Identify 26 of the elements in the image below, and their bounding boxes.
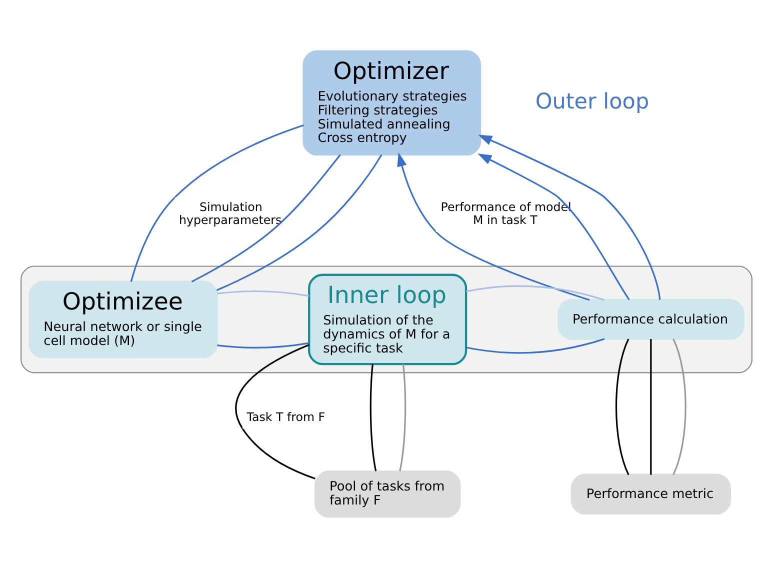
connector xyxy=(650,338,652,474)
node-box: Performance metric xyxy=(570,473,731,514)
connector xyxy=(191,154,341,282)
connector xyxy=(216,154,382,291)
node-box: Optimizer Evolutionary strategies Filtering strategies Simulated annealing Cross entropy xyxy=(302,50,482,156)
connector xyxy=(370,364,377,471)
edge-label: Task T from F xyxy=(246,409,326,424)
connector xyxy=(466,338,605,354)
connector xyxy=(466,284,605,300)
connector xyxy=(130,124,304,282)
node-box: Optimizee Neural network or single cell model (M) xyxy=(28,280,218,358)
connector xyxy=(235,344,316,479)
node-box: Performance calculation xyxy=(557,298,744,340)
connector xyxy=(217,290,310,296)
node-box: Pool of tasks from family F xyxy=(314,470,461,518)
connector xyxy=(672,338,686,475)
connector xyxy=(399,364,406,471)
connector xyxy=(615,338,630,475)
connector xyxy=(217,342,310,348)
cluster xyxy=(20,265,752,373)
edge-label: Simulation hyperparameters xyxy=(179,200,282,227)
label: Outer loop xyxy=(535,88,650,114)
arrow xyxy=(397,152,590,300)
node-box: Inner loop Simulation of the dynamics of M for a specific task xyxy=(308,273,468,365)
arrow xyxy=(478,134,661,300)
arrow xyxy=(478,152,630,300)
